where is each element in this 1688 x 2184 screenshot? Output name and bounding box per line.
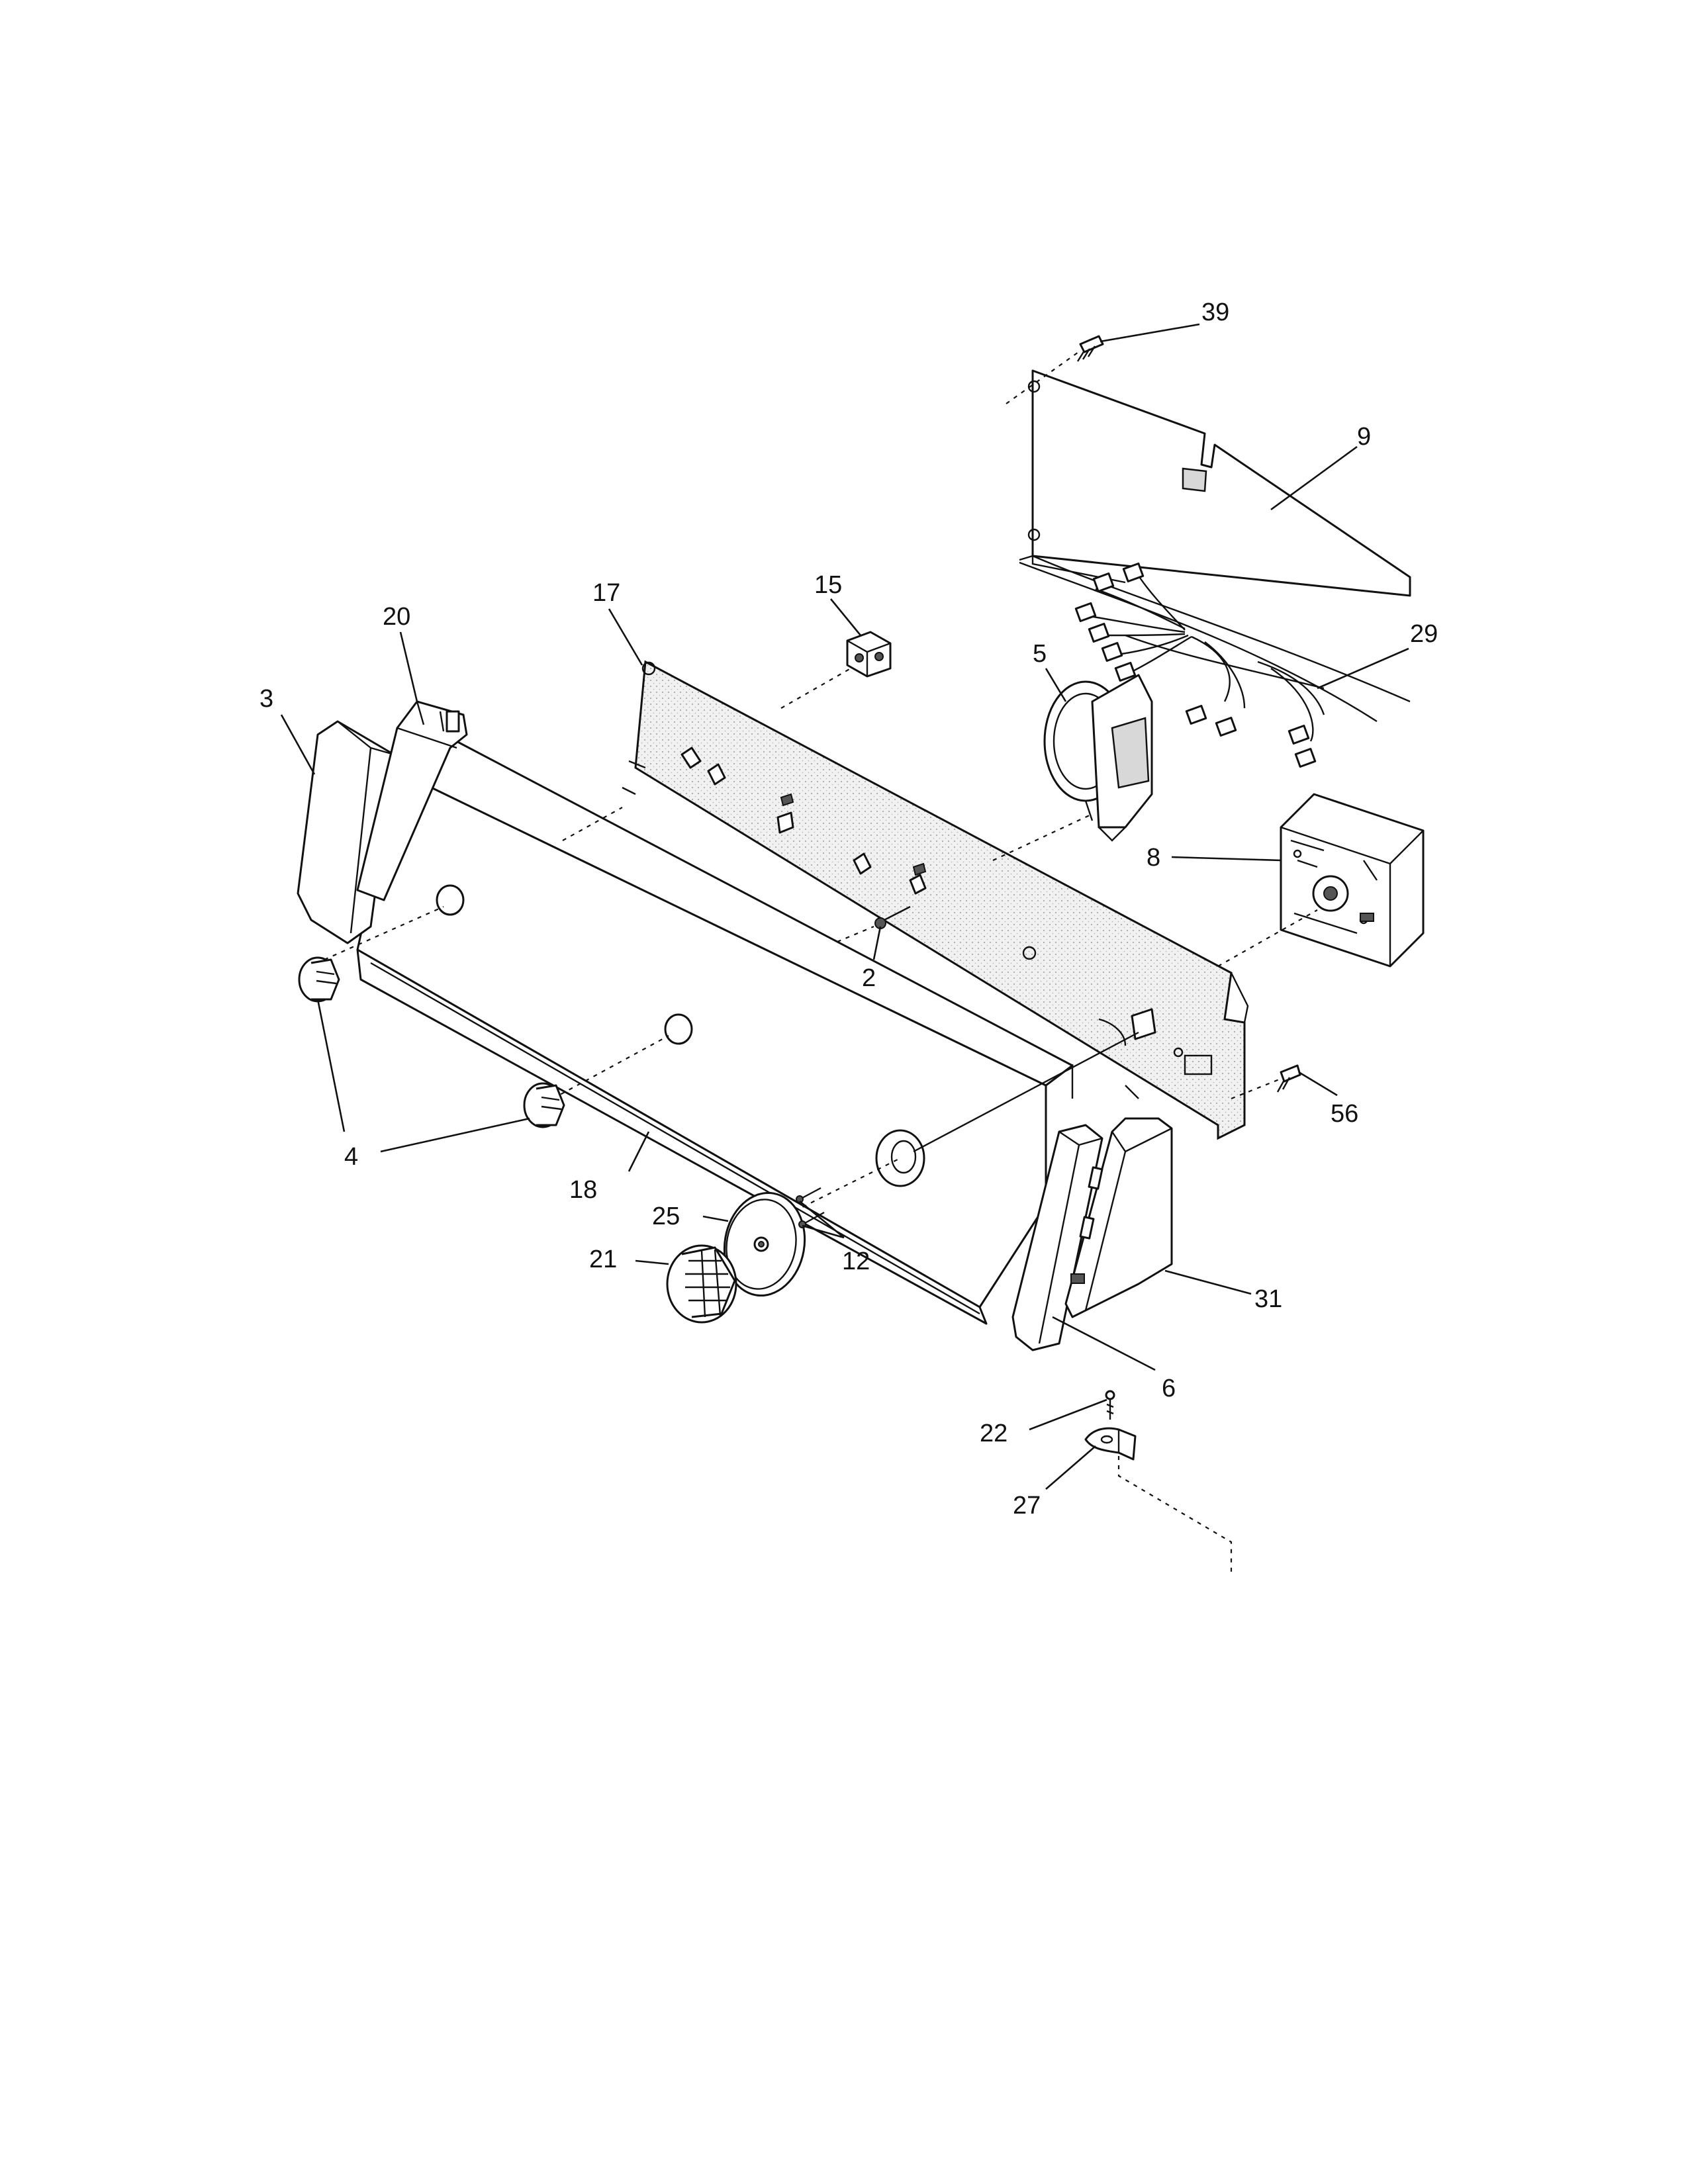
callout-3: 3: [259, 685, 273, 713]
callout-21: 21: [589, 1246, 617, 1273]
callout-56: 56: [1331, 1100, 1358, 1128]
switch-15: [846, 631, 892, 678]
screw-2: [874, 905, 911, 929]
callout-9: 9: [1357, 423, 1371, 451]
callout-5: 5: [1033, 640, 1047, 668]
callout-20: 20: [383, 603, 410, 631]
knob-4-lower: [523, 1082, 565, 1128]
callout-22: 22: [980, 1420, 1008, 1447]
screw-22: [1105, 1390, 1115, 1420]
console-back-panel: [622, 660, 1249, 1140]
callout-8: 8: [1147, 844, 1160, 872]
callout-25: 25: [652, 1203, 680, 1230]
left-end-bracket: [356, 700, 468, 901]
dial-skirt-25: [723, 1191, 806, 1297]
callout-17: 17: [592, 579, 620, 607]
guide-27: [1117, 1456, 1233, 1575]
callout-31: 31: [1254, 1285, 1282, 1313]
rear-cover-panel: [1019, 369, 1411, 597]
guide-39: [1006, 350, 1081, 404]
bracket-27: [1084, 1427, 1137, 1461]
timer-8: [1280, 793, 1425, 968]
callout-27: 27: [1013, 1492, 1041, 1520]
callout-29: 29: [1410, 620, 1438, 648]
callout-4: 4: [344, 1143, 358, 1171]
callout-15: 15: [814, 571, 842, 599]
screw-56: [1276, 1064, 1301, 1093]
leader-lines: [280, 323, 1409, 1490]
callout-12: 12: [842, 1248, 870, 1275]
guide-12: [794, 1158, 901, 1212]
guide-15: [780, 668, 851, 709]
timer-knob-21: [666, 1244, 737, 1324]
wire-harness: [1019, 555, 1411, 768]
right-end-bracket: [1064, 1117, 1173, 1318]
callout-18: 18: [569, 1176, 597, 1204]
selector-switch-5: [1043, 674, 1153, 842]
knob-4-upper: [298, 956, 340, 1003]
guide-8: [1217, 909, 1318, 967]
guide-4-upper: [324, 905, 444, 961]
guide-4-lower: [552, 1035, 669, 1099]
screws-12: [796, 1187, 825, 1228]
callout-6: 6: [1162, 1375, 1176, 1402]
callout-39: 39: [1201, 298, 1229, 326]
front-console-panel: [356, 737, 1156, 1325]
guide-18-top: [562, 807, 623, 841]
screw-39: [1076, 335, 1104, 362]
callout-2: 2: [862, 964, 876, 992]
right-end-cap: [1011, 1124, 1103, 1351]
